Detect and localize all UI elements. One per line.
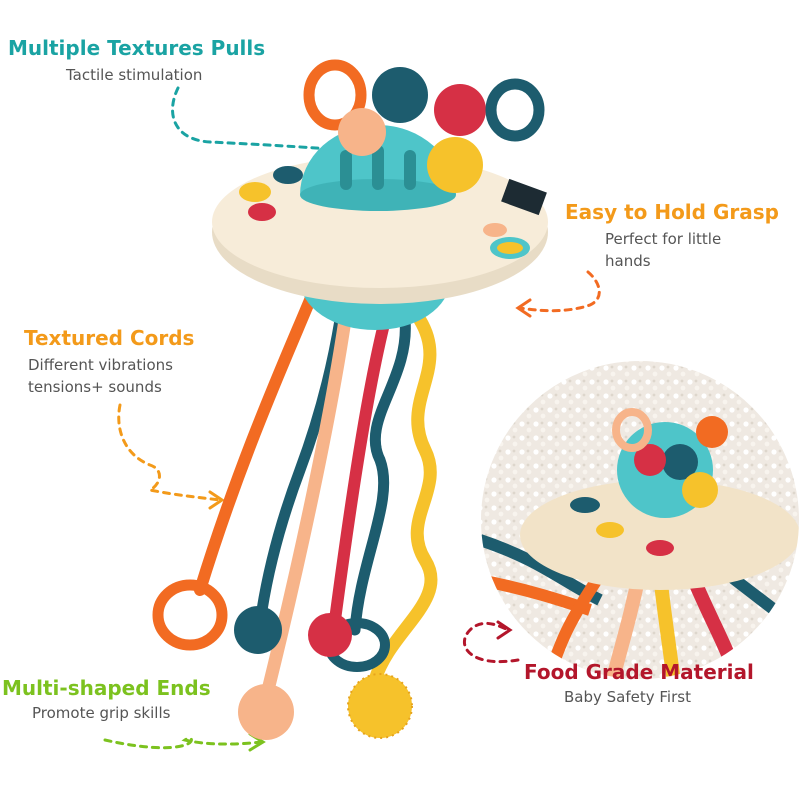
ufo-toy-illustration [152, 59, 548, 740]
feature-subtitle-line: tensions+ sounds [28, 378, 162, 396]
ball-peach-front [338, 108, 386, 156]
cord-red [329, 314, 391, 626]
ring-end-orange [152, 579, 228, 651]
feature-multi-shaped-ends: Multi-shaped Ends Promote grip skills [2, 676, 211, 724]
feature-title: Multiple Textures Pulls [8, 36, 266, 60]
loop-orange [303, 59, 367, 131]
cord-ends [152, 579, 413, 740]
feature-subtitle-line: Different vibrations [28, 356, 173, 374]
cord-orange [194, 294, 316, 596]
callout-arrow-cords [117, 403, 225, 510]
feature-easy-grasp: Easy to Hold Grasp Perfect for little ha… [565, 200, 779, 272]
toy-in-sensory-bin-photo [479, 359, 800, 681]
cord-yellow [368, 313, 438, 687]
callout-arrow-food [463, 620, 520, 664]
ball-red-top [434, 84, 486, 136]
feature-subtitle: Promote grip skills [32, 704, 171, 722]
feature-title: Textured Cords [24, 326, 195, 350]
toy-cords [194, 294, 438, 697]
feature-textured-cords: Textured Cords Different vibrations tens… [24, 326, 194, 398]
cord-navy-right [349, 314, 411, 636]
ball-end-peach [238, 684, 294, 740]
feature-title: Food Grade Material [524, 660, 754, 684]
feature-title: Multi-shaped Ends [2, 676, 211, 700]
disc-holes [239, 166, 530, 259]
feature-title: Easy to Hold Grasp [565, 200, 779, 224]
ball-end-yellow [348, 674, 412, 738]
ball-end-red [308, 613, 352, 657]
sphere-slots [340, 145, 416, 190]
cord-navy-left [256, 314, 346, 616]
feature-food-grade: Food Grade Material Baby Safety First [524, 660, 754, 708]
callout-arrow-ends [103, 732, 266, 752]
feature-subtitle-line: Perfect for little [605, 230, 722, 248]
feature-subtitle-line: hands [605, 252, 651, 270]
feature-multiple-textures: Multiple Textures Pulls Tactile stimulat… [8, 36, 265, 86]
ball-end-navy [234, 606, 282, 654]
ball-navy-top [372, 67, 428, 123]
ball-yellow-front [427, 137, 483, 193]
callout-arrow-grasp [515, 270, 601, 318]
loop-navy [485, 78, 545, 142]
feature-subtitle: Tactile stimulation [66, 66, 203, 84]
feature-subtitle: Baby Safety First [564, 688, 691, 706]
toy-label-tag [501, 178, 547, 216]
